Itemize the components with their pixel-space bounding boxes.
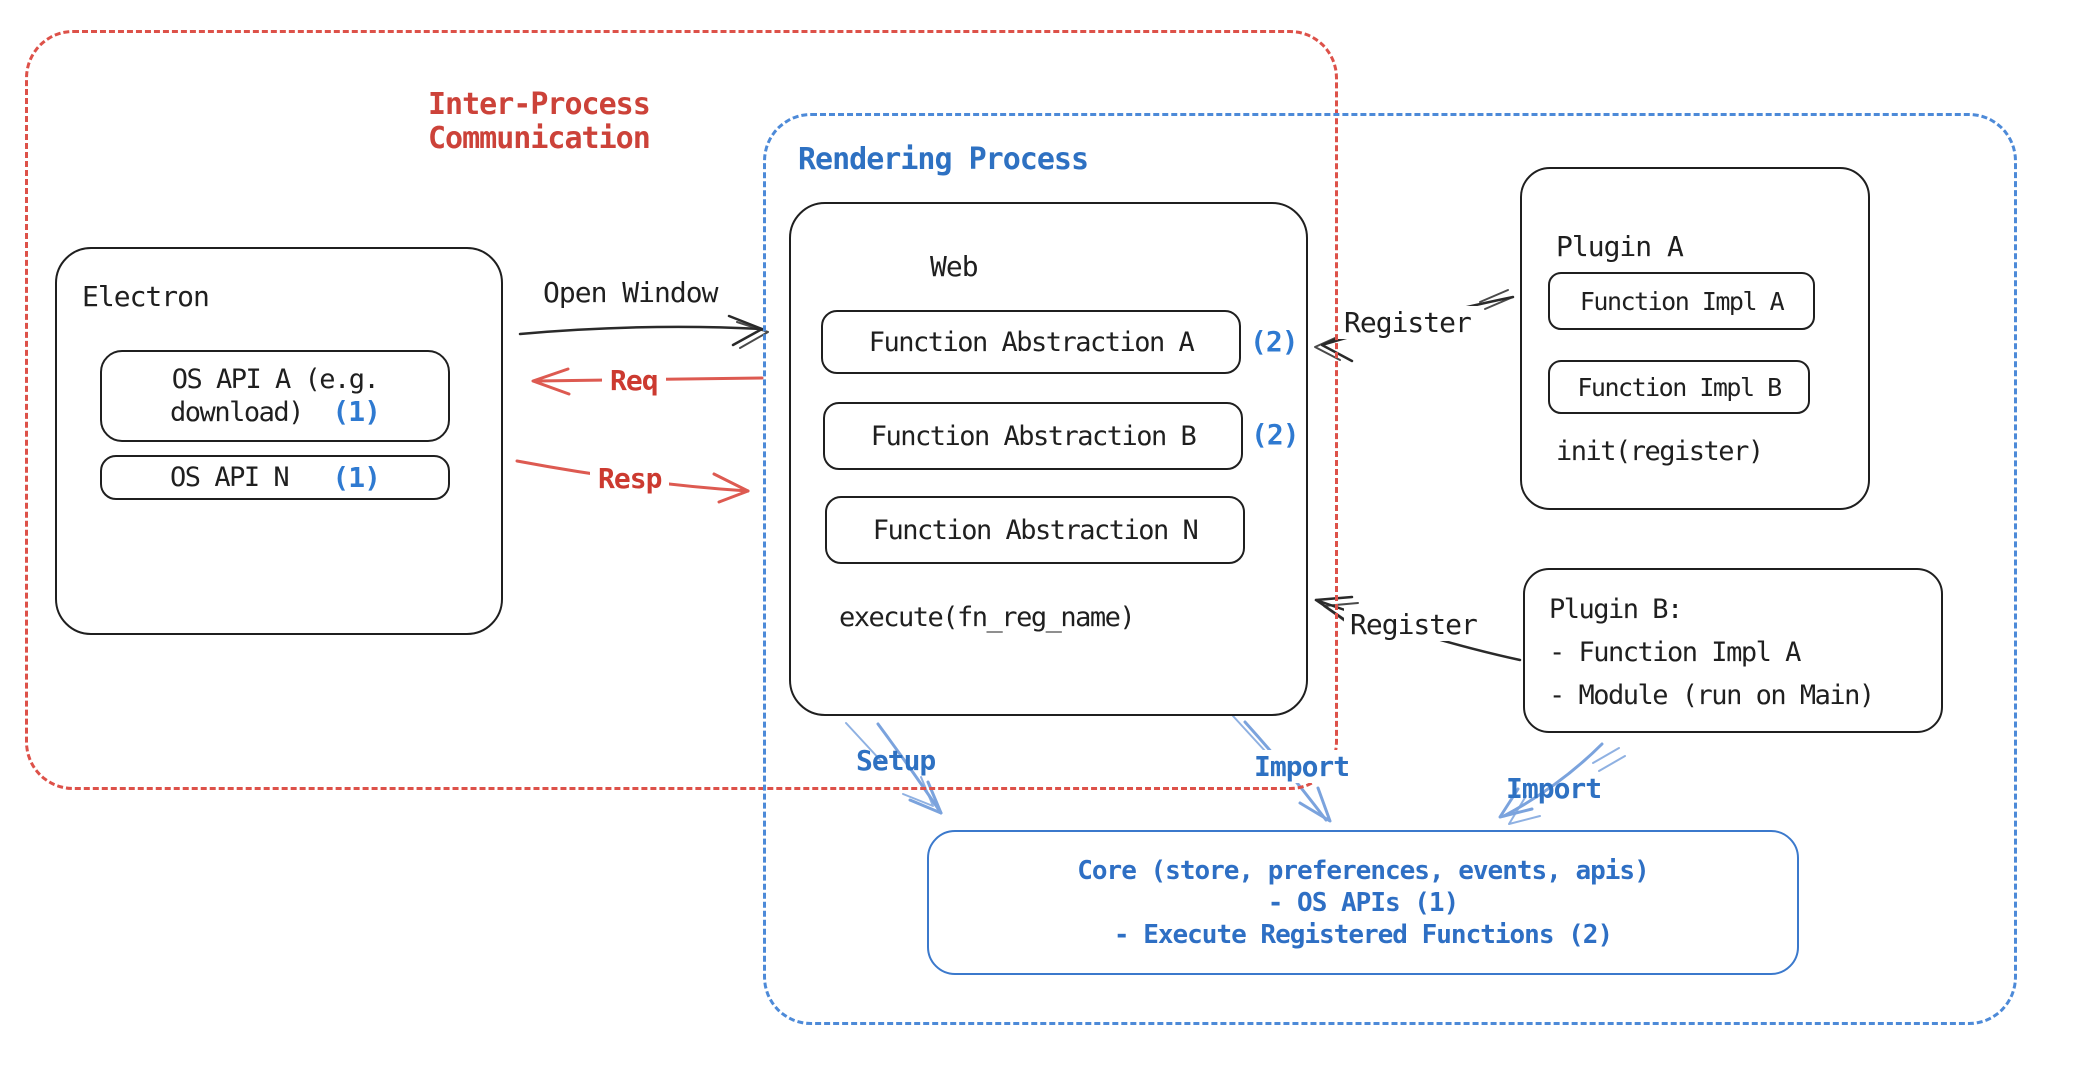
function-impl-a-box: Function Impl A: [1548, 272, 1815, 330]
os-api-n-badge: (1): [332, 461, 381, 494]
plugin-a-box: [1520, 167, 1870, 510]
execute-label: execute(fn_reg_name): [839, 602, 1136, 633]
plugin-b-line3: - Module (run on Main): [1549, 680, 1875, 711]
ipc-container: [25, 30, 1338, 790]
os-api-a-badge: (1): [332, 394, 381, 428]
plugin-b-box: [1523, 568, 1943, 733]
os-api-a-line2: download) (1): [170, 394, 381, 428]
setup-label: Setup: [856, 744, 936, 777]
web-box: [789, 202, 1308, 716]
function-abstraction-b-box: Function Abstraction B: [823, 402, 1243, 470]
core-line2: - OS APIs (1): [1267, 887, 1460, 918]
web-title: Web: [930, 250, 979, 283]
core-box: Core (store, preferences, events, apis) …: [927, 830, 1799, 975]
electron-title: Electron: [82, 280, 210, 313]
req-label: Req: [602, 364, 666, 397]
rendering-process-label: Rendering Process: [798, 142, 1089, 177]
function-abstraction-a-badge: (2): [1250, 325, 1299, 358]
core-line1: Core (store, preferences, events, apis): [1077, 855, 1649, 886]
plugin-a-title: Plugin A: [1556, 230, 1684, 263]
os-api-n-box: OS API N (1): [100, 455, 450, 500]
os-api-n-label: OS API N: [170, 462, 290, 493]
plugin-a-init-label: init(register): [1556, 436, 1764, 467]
plugin-b-line2: - Function Impl A: [1549, 637, 1801, 668]
ipc-label-line2: Communication: [428, 121, 651, 156]
resp-label: Resp: [590, 462, 670, 495]
os-api-a-box: OS API A (e.g. download) (1): [100, 350, 450, 442]
register-b-label: Register: [1344, 608, 1483, 641]
function-abstraction-b-badge: (2): [1251, 418, 1300, 451]
function-abstraction-n-box: Function Abstraction N: [825, 496, 1245, 564]
plugin-b-title: Plugin B:: [1549, 594, 1683, 625]
function-impl-b-box: Function Impl B: [1548, 360, 1810, 414]
core-line3: - Execute Registered Functions (2): [1113, 919, 1613, 950]
electron-box: [55, 247, 503, 635]
plugin-b-content: Plugin B: - Function Impl A - Module (run …: [1549, 588, 1875, 717]
rendering-process-container: [763, 113, 2017, 1025]
import-web-label: Import: [1249, 750, 1355, 783]
ipc-label-line1: Inter-Process: [428, 87, 651, 122]
function-abstraction-a-box: Function Abstraction A: [821, 310, 1241, 374]
open-window-label: Open Window: [543, 276, 718, 309]
import-plugin-label: Import: [1506, 772, 1602, 805]
os-api-a-line1: OS API A (e.g.: [171, 363, 380, 395]
register-a-label: Register: [1338, 306, 1477, 339]
